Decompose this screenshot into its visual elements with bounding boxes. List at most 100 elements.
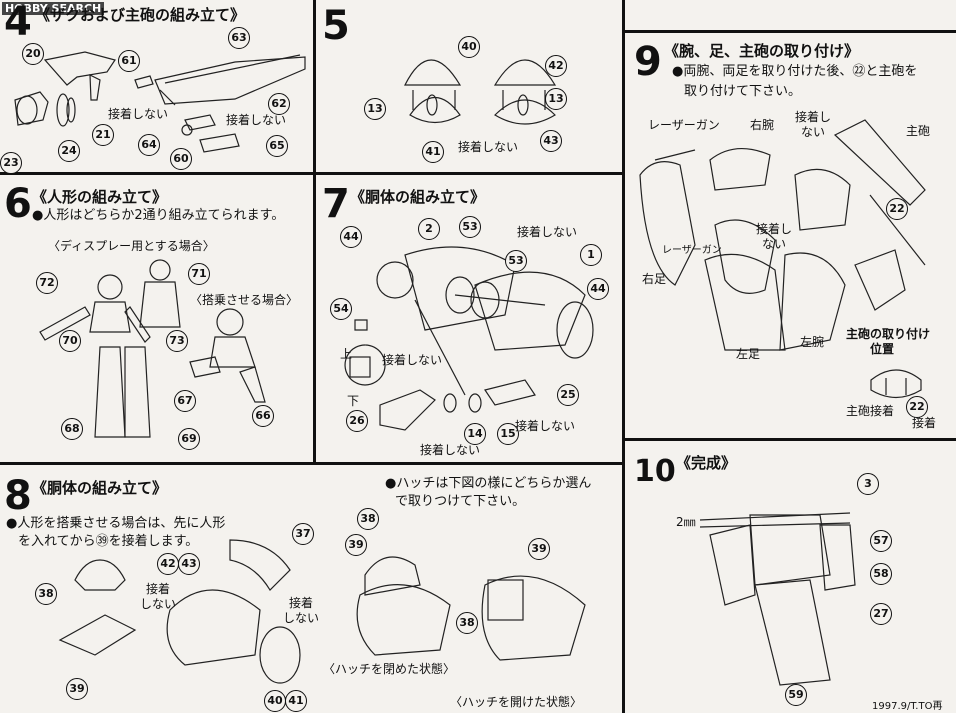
main-gun-label: 主砲 [906,124,931,138]
display-case-label: 〈ディスプレー用とする場合〉 [48,239,215,253]
part-number: 70 [59,330,81,352]
part-number: 13 [545,88,567,110]
laser-gun-label: レーザーガン [648,118,720,132]
part-number: 21 [92,124,114,146]
step-note: を入れてから㊴を接着します。 [18,534,199,549]
part-number: 22 [906,396,928,418]
part-number: 38 [357,508,379,530]
part-number: 44 [587,278,609,300]
down-label: 下 [347,394,360,408]
no-glue-label: 接着しない [795,110,832,139]
right-leg-label: 右足 [642,272,667,286]
arm-leg-drawing [639,119,926,351]
part-number: 26 [346,410,368,432]
part-number: 43 [540,130,562,152]
hatch-note: ●ハッチは下図の様にどちらか選ん [385,476,592,491]
part-number: 54 [330,298,352,320]
part-number: 39 [345,534,367,556]
part-number: 40 [458,36,480,58]
part-number: 71 [188,263,210,285]
no-glue-label: 接着 しない [283,596,319,626]
left-arm-label: 左腕 [800,335,825,349]
part-number: 66 [252,405,274,427]
print-date: 1997.9/T.TO再 [872,701,943,712]
part-number: 62 [268,93,290,115]
step-number: 5 [322,3,350,49]
part-number: 44 [340,226,362,248]
no-glue-label: 接着しない [515,419,576,433]
gun-glue-label: 主砲接着 [846,404,895,418]
glue-label: 接着 [912,416,937,430]
completed-model-drawing [699,512,856,686]
step-number: 4 [4,0,32,45]
part-number: 25 [557,384,579,406]
step-note: ●両腕、両足を取り付けた後、㉒と主砲を [672,64,918,79]
part-number: 23 [0,152,22,174]
part-number: 24 [58,140,80,162]
ride-case-label: 〈搭乗させる場合〉 [190,293,299,307]
no-glue-label: 接着しない [382,353,443,367]
part-number: 41 [422,141,444,163]
figure-drawing [39,259,266,438]
part-number: 37 [292,523,314,545]
part-number: 68 [61,418,83,440]
no-glue-label: 接着しない [108,107,169,121]
part-number: 65 [266,135,288,157]
hatch-closed-label: 〈ハッチを閉めた状態〉 [323,662,456,676]
up-label: 上 [340,347,353,361]
step-number: 6 [4,181,32,227]
no-glue-label: 接着しない [420,443,481,457]
left-leg-label: 左足 [736,347,761,361]
part-number: 64 [138,134,160,156]
divider [622,30,956,33]
part-number: 57 [870,530,892,552]
label-line: 接着 [146,582,171,596]
step-title: 《胴体の組み立て》 [350,188,486,206]
part-number: 39 [66,678,88,700]
part-number: 41 [285,690,307,712]
step-title: 《胴体の組み立て》 [32,479,168,497]
part-number: 2 [418,218,440,240]
step-number: 8 [4,473,32,519]
part-number: 59 [785,684,807,706]
part-number: 40 [264,690,286,712]
part-number: 39 [528,538,550,560]
hatch-note: で取りつけて下さい。 [395,494,526,509]
step-title: 《人形の組み立て》 [32,188,168,206]
no-glue-label: 接着しない [458,140,519,154]
part-number: 69 [178,428,200,450]
divider [622,0,625,713]
part-number: 27 [870,603,892,625]
step-title: 《ザクおよび主砲の組み立て》 [35,6,246,24]
laser-gun-label: レーザーガン [662,245,722,256]
step-note: 取り付けて下さい。 [684,84,802,99]
part-number: 1 [580,244,602,266]
step-number: 7 [322,181,350,227]
part-number: 15 [497,423,519,445]
part-number: 38 [456,612,478,634]
mount-position-drawing [870,369,922,399]
no-glue-label: 接着 しない [140,582,176,612]
part-number: 3 [857,473,879,495]
step-note: ●人形はどちらか2通り組み立てられます。 [32,208,285,223]
part-number: 63 [228,27,250,49]
label-line: しない [140,597,177,611]
step-title: 《完成》 [676,454,737,472]
no-glue-label: 接着しない [756,222,793,251]
part-number: 60 [170,148,192,170]
part-number: 58 [870,563,892,585]
part-number: 13 [364,98,386,120]
zaku-gun-drawing [14,51,306,153]
right-arm-label: 右腕 [750,118,775,132]
part-number: 53 [459,216,481,238]
dimension-label: 2㎜ [676,515,696,529]
divider [0,462,625,465]
step-title: 《腕、足、主砲の取り付け》 [664,42,860,60]
part-number: 72 [36,272,58,294]
label-line: しない [283,611,320,625]
part-number: 22 [886,198,908,220]
step-number: 9 [634,39,662,85]
mount-position-label: 位置 [870,342,895,356]
part-number: 61 [118,50,140,72]
